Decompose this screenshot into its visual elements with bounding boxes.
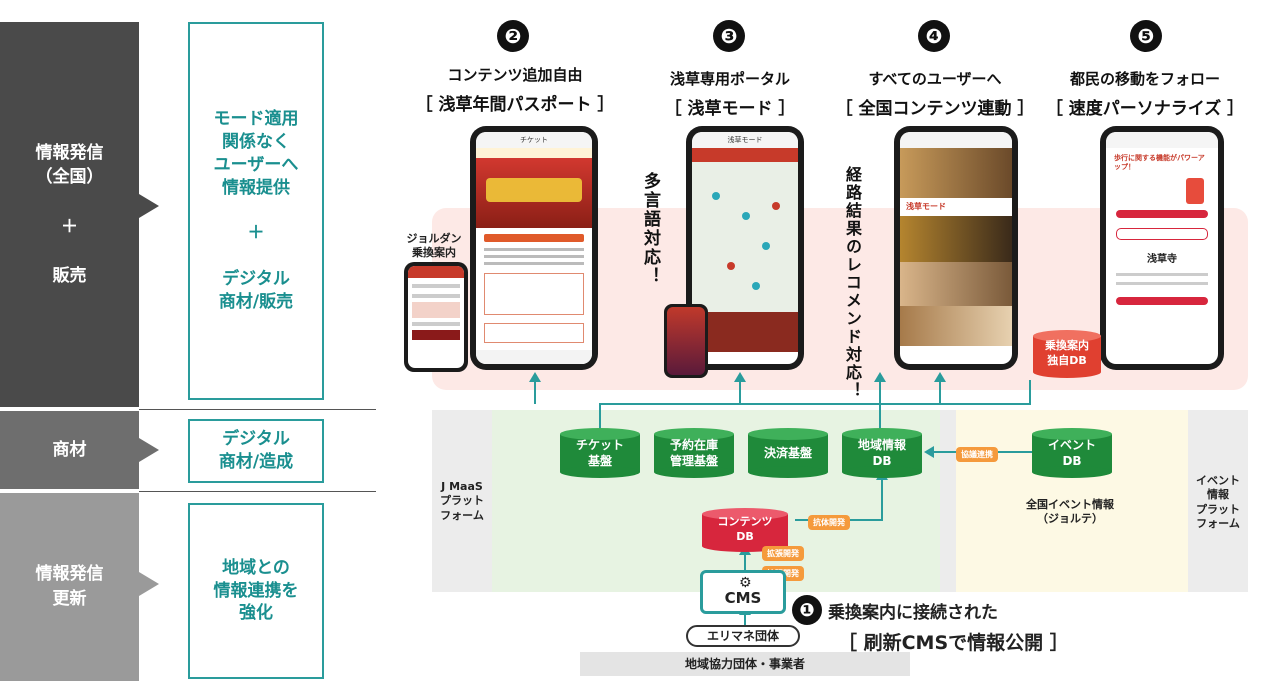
phone-asakusa-mode: 浅草モード bbox=[686, 126, 804, 370]
left-bar-products: 商材 bbox=[0, 411, 139, 489]
feature-title-5: 都民の移動をフォロー bbox=[1069, 70, 1220, 88]
arrow-update bbox=[139, 572, 159, 596]
feature-title-4: すべてのユーザーへ bbox=[868, 70, 1002, 88]
route-recommend-note: 経路結果のレコメンド対応！ bbox=[843, 166, 862, 400]
feature-name-2: ［ 浅草年間パスポート ］ bbox=[415, 95, 615, 115]
cms-label: CMS bbox=[724, 589, 762, 607]
feature-name-3: ［ 浅草モード ］ bbox=[664, 99, 796, 119]
teal-box-products: デジタル 商材/造成 bbox=[188, 419, 324, 483]
phone4-brand: 浅草寺 bbox=[1147, 254, 1177, 266]
feature-number-2: ❷ bbox=[497, 20, 529, 52]
teal-box-regional: 地域との 情報連携を 強化 bbox=[188, 503, 324, 679]
phone-passport: チケット bbox=[470, 126, 598, 370]
reservation-db: 予約在庫 管理基盤 bbox=[654, 428, 734, 478]
jorudan-phone bbox=[404, 262, 468, 372]
feature-cms-publish: ［ 刷新CMSで情報公開 ］ bbox=[838, 632, 1069, 654]
ticket-db: チケット 基盤 bbox=[560, 428, 640, 478]
phone4-heading: 歩行に関する機能がパワーアップ！ bbox=[1114, 154, 1205, 172]
transfer-db: 乗換案内 独自DB bbox=[1033, 330, 1101, 378]
feature-number-3: ❸ bbox=[713, 20, 745, 52]
jorudan-label: ジョルダン 乗換案内 bbox=[406, 232, 462, 260]
payment-db: 決済基盤 bbox=[748, 428, 828, 478]
phone-national-content: 浅草モード bbox=[894, 126, 1018, 370]
tag-dev-2: 拡張開発 bbox=[762, 546, 804, 561]
phone3-banner: 浅草モード bbox=[900, 198, 1012, 216]
feature-title-3: 浅草専用ポータル bbox=[669, 70, 790, 88]
feature-number-4: ❹ bbox=[918, 20, 950, 52]
arrow-products bbox=[139, 438, 159, 462]
feature-connect-text: 乗換案内に接続された bbox=[828, 603, 998, 623]
event-db: イベント DB bbox=[1032, 428, 1112, 478]
feature-number-1: ❶ bbox=[792, 595, 822, 625]
feature-name-5: ［ 速度パーソナライズ ］ bbox=[1045, 99, 1245, 119]
separator-1 bbox=[139, 409, 376, 410]
cms-box: ⚙ CMS bbox=[700, 570, 786, 614]
regional-db: 地域情報 DB bbox=[842, 428, 922, 478]
multilang-note: 多言語対応！ bbox=[640, 172, 660, 286]
left-bar-info-sales: 情報発信 （全国） ＋ 販売 bbox=[0, 22, 139, 407]
separator-2 bbox=[139, 491, 376, 492]
arrow-info-sales bbox=[139, 194, 159, 218]
phone-personalize: 歩行に関する機能がパワーアップ！ 浅草寺 bbox=[1100, 126, 1224, 370]
teal-box-info: モード適用 関係なく ユーザーへ 情報提供 ＋ デジタル 商材/販売 bbox=[188, 22, 324, 400]
phone1-title: チケット bbox=[476, 132, 592, 148]
feature-number-5: ❺ bbox=[1130, 20, 1162, 52]
area-org-pill: エリマネ団体 bbox=[686, 625, 800, 647]
phone2-title: 浅草モード bbox=[692, 132, 798, 148]
tag-coop: 協議連携 bbox=[956, 447, 998, 462]
gear-icon: ⚙ bbox=[739, 575, 752, 591]
left-bar-update: 情報発信 更新 bbox=[0, 493, 139, 681]
feature-name-4: ［ 全国コンテンツ連動 ］ bbox=[835, 99, 1035, 119]
contents-db: コンテンツ DB bbox=[702, 508, 788, 552]
jmaas-platform-label: J MaaS プラット フォーム bbox=[440, 480, 484, 522]
event-platform-label: イベント 情報 プラット フォーム bbox=[1196, 474, 1240, 530]
tag-dev-1: 抗体開発 bbox=[808, 515, 850, 530]
footer-bar: 地域協力団体・事業者 bbox=[580, 652, 910, 676]
national-event-label: 全国イベント情報 （ジョルテ） bbox=[1026, 498, 1114, 526]
feature-title-2: コンテンツ追加自由 bbox=[447, 66, 583, 84]
phone-multilang-small bbox=[664, 304, 708, 378]
